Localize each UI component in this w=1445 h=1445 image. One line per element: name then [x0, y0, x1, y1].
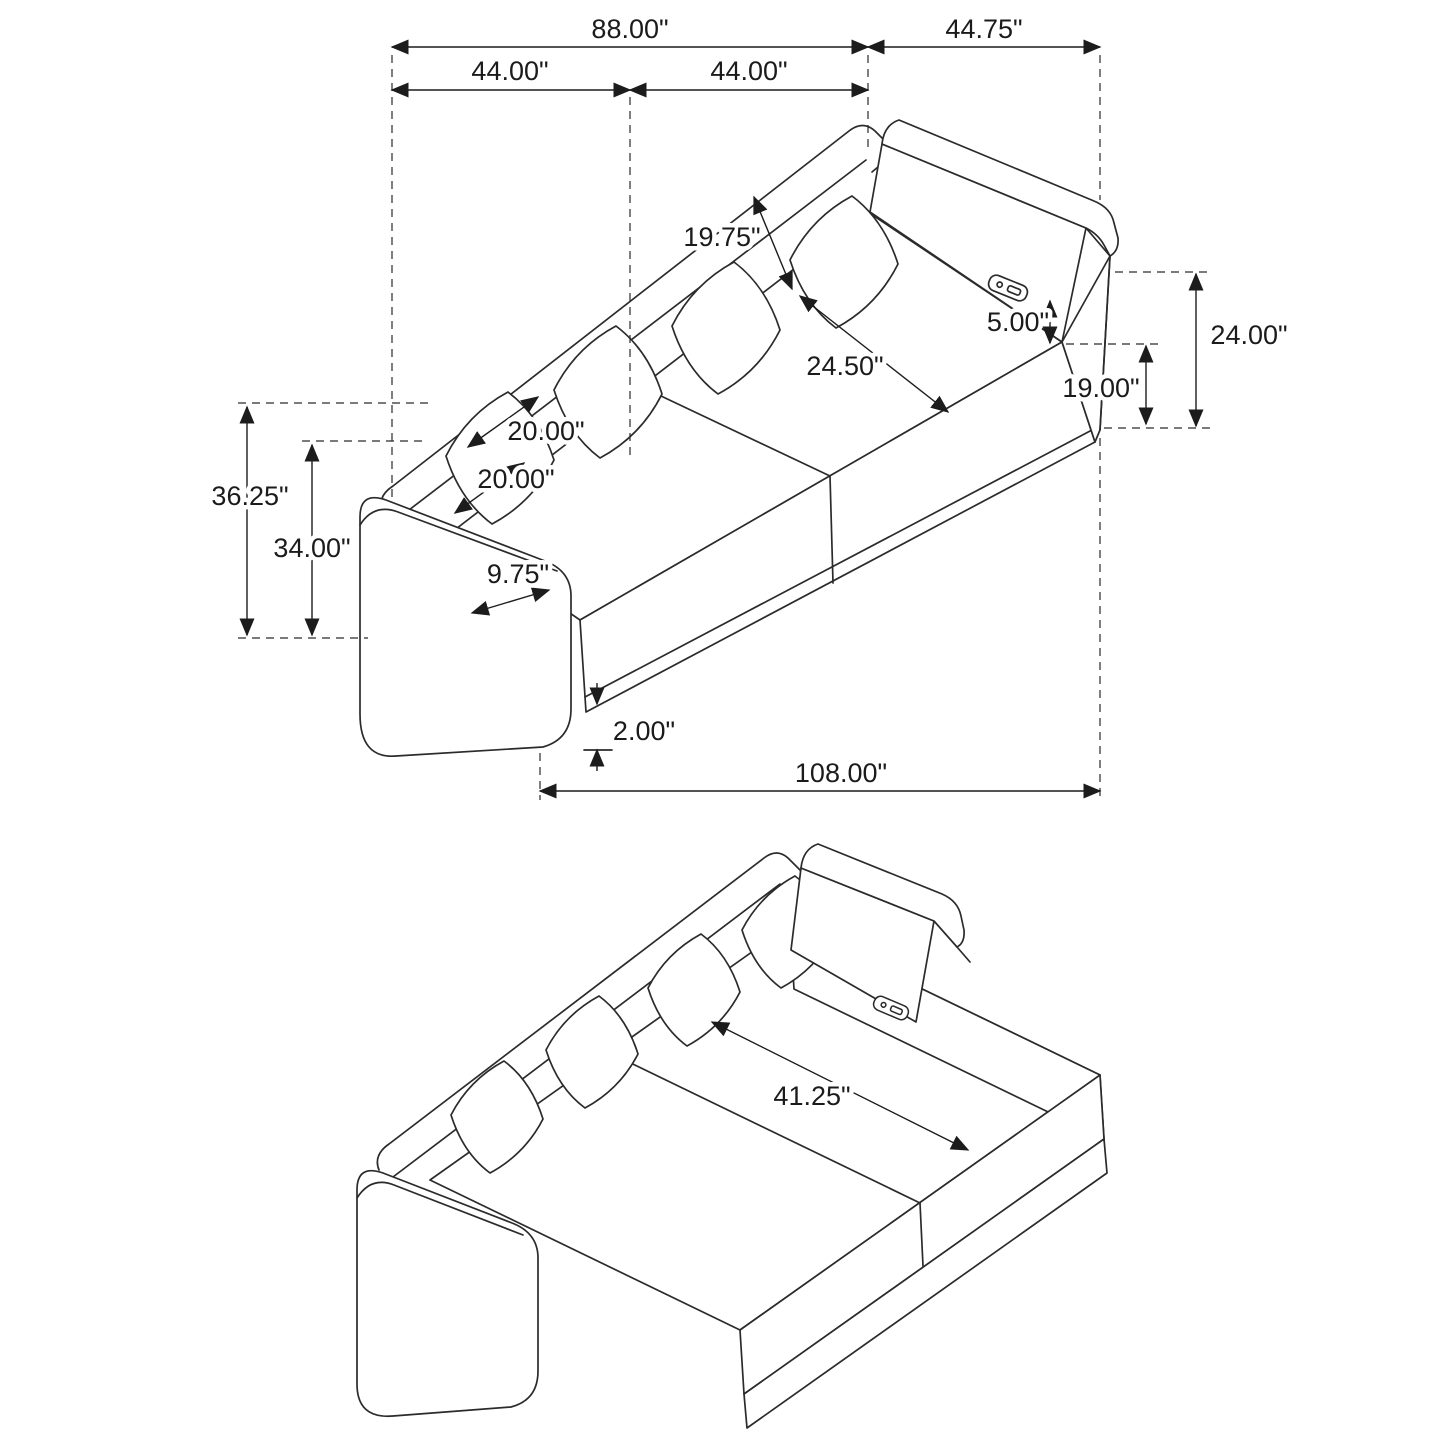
dim-arm-width: 9.75"	[487, 559, 549, 589]
dim-right-arm-height: 24.00"	[1210, 320, 1287, 350]
bed-base-face	[743, 1138, 1108, 1429]
dim-back-cushion: 19.75"	[683, 222, 760, 252]
sofa-view	[359, 119, 1119, 757]
usb-port-icon	[872, 995, 910, 1021]
dimension-annotations: 88.00" 44.75" 44.00" 44.00" 19.75" 5.00"…	[207, 10, 1292, 1151]
dim-back-right-half: 44.00"	[710, 56, 787, 86]
pillow	[671, 261, 781, 395]
front-seam	[829, 475, 834, 584]
dim-pillow-height: 20.00"	[477, 464, 554, 494]
armrest-left	[356, 1169, 539, 1418]
dim-back-width-total: 88.00"	[591, 14, 668, 44]
dim-seat-height: 19.00"	[1062, 373, 1139, 403]
armrest-right	[869, 119, 1119, 431]
back-pillows	[450, 875, 835, 1174]
pillow	[647, 933, 741, 1047]
dim-overall-height: 36.25"	[211, 481, 288, 511]
dim-right-section-width: 44.75"	[945, 14, 1022, 44]
dim-leg-height: 2.00"	[613, 716, 675, 746]
armrest-roll-line	[356, 1181, 524, 1236]
armrest-right	[790, 843, 971, 1023]
base-leg-line	[584, 429, 1093, 698]
dim-back-left-half: 44.00"	[471, 56, 548, 86]
sleeper-view	[356, 843, 1108, 1429]
bed-front-seam	[919, 1202, 924, 1267]
armrest-roll-line	[359, 508, 558, 572]
pillow	[450, 1060, 544, 1174]
armrest-left	[359, 496, 572, 757]
pillow	[553, 325, 663, 459]
dim-seat-depth: 24.50"	[806, 351, 883, 381]
back-pillows	[445, 195, 899, 525]
dim-sleep-surface-depth: 41.25"	[773, 1081, 850, 1111]
usb-port-icon	[987, 274, 1029, 302]
dim-back-height: 34.00"	[273, 533, 350, 563]
pillow	[545, 995, 639, 1109]
extension-lines	[238, 55, 1212, 800]
armrest-top	[881, 119, 1119, 257]
dim-pillow-width: 20.00"	[507, 416, 584, 446]
dim-arm-above-seat: 5.00"	[987, 307, 1049, 337]
armrest-top	[800, 843, 965, 948]
dim-overall-length: 108.00"	[795, 758, 887, 788]
seat-seam	[641, 386, 831, 477]
